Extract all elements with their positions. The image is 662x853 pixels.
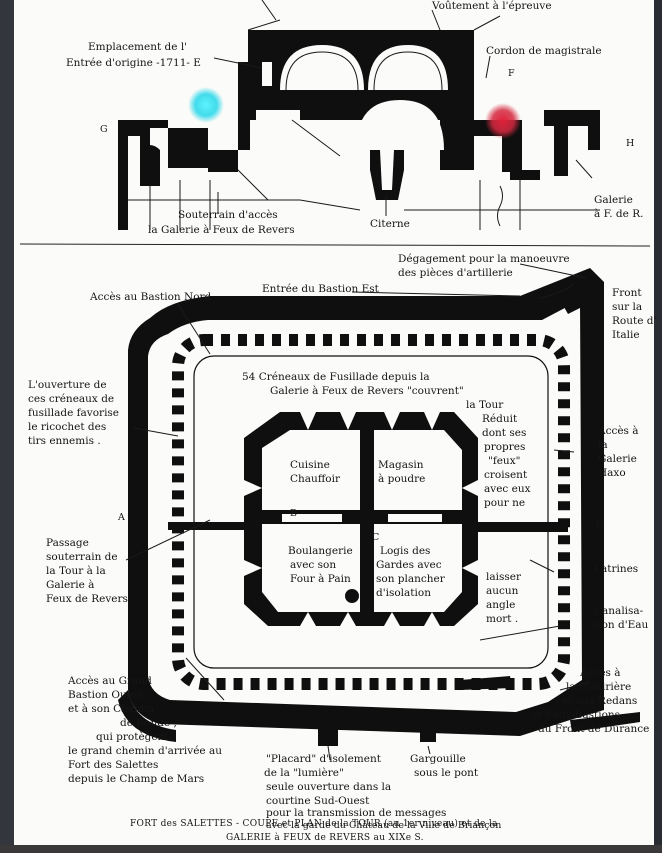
label-letter-a: A <box>117 512 125 523</box>
label-laisser-4: mort . <box>486 613 518 625</box>
label-creneaux-6: propres <box>484 441 525 453</box>
label-poudriere-2: la Poudrière <box>566 681 631 693</box>
label-gargouille-2: sous le pont <box>414 767 479 779</box>
label-ouest-4: de Ronde , <box>120 717 177 729</box>
label-laisser-2: aucun <box>486 585 519 597</box>
label-ouverture-4: le ricochet des <box>28 421 106 433</box>
label-letter-d: D <box>596 520 604 531</box>
label-poudriere-5: du Front de Durance <box>538 723 649 735</box>
label-letter-f: F <box>508 68 515 79</box>
label-placard-2: de la "lumière" <box>264 767 344 779</box>
label-boulangerie-2: avec son <box>290 559 336 571</box>
label-emplacement-1: Emplacement de l' <box>88 41 187 53</box>
label-galerie-2: à F. de R. <box>594 208 643 220</box>
label-front-4: Italie <box>612 329 640 341</box>
label-passage-1: Passage <box>46 537 89 549</box>
label-laisser-3: angle <box>486 599 515 611</box>
label-haxo-1: Accès à <box>597 425 639 437</box>
label-ouest-6: le grand chemin d'arrivée au <box>68 745 222 757</box>
plan-labels: Dégagement pour la manoeuvre des pièces … <box>28 253 656 843</box>
label-creneaux-10: pour ne <box>484 497 525 509</box>
label-cuisine-1: Cuisine <box>290 459 330 471</box>
label-ouest-8: depuis le Champ de Mars <box>68 773 204 785</box>
label-passage-3: la Tour à la <box>46 565 106 577</box>
caption-line-2: GALERIE à FEUX de REVERS au XIXe S. <box>226 832 424 843</box>
label-ouverture-2: ces créneaux de <box>28 393 114 405</box>
label-gargouille-1: Gargouille <box>410 753 466 765</box>
label-magasin-1: Magasin <box>378 459 424 471</box>
label-souterrain-2: la Galerie à Feux de Revers <box>148 224 295 236</box>
label-ouest-3: et à son Chemin <box>68 703 155 715</box>
paper-edge-bottom <box>0 845 662 853</box>
plan-drawing <box>118 263 640 761</box>
label-laisser-1: laisser <box>486 571 522 583</box>
label-placard-4: courtine Sud-Ouest <box>266 795 370 807</box>
divider-line <box>19 243 651 247</box>
label-placard-1: "Placard" d'isolement <box>266 753 382 765</box>
label-ouverture-1: L'ouverture de <box>28 379 107 391</box>
label-letter-b: B <box>290 508 297 519</box>
red-marker <box>485 103 521 139</box>
label-canal-2: tion d'Eau <box>594 619 649 631</box>
paper-edge-left <box>0 0 14 853</box>
label-creneaux-1: 54 Créneaux de Fusillade depuis la <box>242 371 430 383</box>
section-labels: Voûtement à l'épreuve Emplacement de l' … <box>66 0 643 236</box>
label-canal-1: Canalisa- <box>594 605 644 617</box>
label-ouverture-5: tirs ennemis . <box>28 435 101 447</box>
label-front-3: Route d' <box>612 315 656 327</box>
label-souterrain-1: Souterrain d'accès <box>178 209 278 221</box>
label-poudriere-4: et Faux-Bastions <box>532 709 620 721</box>
label-passage-5: Feux de Revers <box>46 593 128 605</box>
label-emplacement-2: Entrée d'origine -1711- E <box>66 57 201 69</box>
label-placard-3: seule ouverture dans la <box>266 781 391 793</box>
label-degagement-2: des pièces d'artillerie <box>398 267 513 279</box>
label-voutement: Voûtement à l'épreuve <box>431 0 552 12</box>
label-galerie-1: Galerie <box>594 194 633 206</box>
label-creneaux-9: avec eux <box>484 483 531 495</box>
label-logis-3: son plancher <box>376 573 446 585</box>
label-front-2: sur la <box>612 301 642 313</box>
label-logis-2: Gardes avec <box>376 559 442 571</box>
label-creneaux-4: Réduit <box>482 413 518 425</box>
label-passage-2: souterrain de <box>46 551 118 563</box>
label-boulangerie-3: Four à Pain <box>290 573 351 585</box>
label-haxo-2: la <box>598 439 608 451</box>
label-latrines: Latrines <box>594 563 638 575</box>
label-magasin-2: à poudre <box>378 473 425 485</box>
label-ouverture-3: fusillade favorise <box>28 407 119 419</box>
label-cordon: Cordon de magistrale <box>486 45 602 57</box>
label-ouest-7: Fort des Salettes <box>68 759 158 771</box>
label-ouest-5: qui protègent <box>96 731 169 743</box>
label-poudriere-3: et aux Redans <box>562 695 637 707</box>
label-creneaux-3: la Tour <box>466 399 504 411</box>
label-passage-4: Galerie à <box>46 579 94 591</box>
label-poudriere-1: Accès à <box>579 667 621 679</box>
label-acces-nord: Accès au Bastion Nord <box>89 291 212 303</box>
label-ouest-1: Accès au Grand <box>67 675 152 687</box>
label-cuisine-2: Chauffoir <box>290 473 341 485</box>
label-logis-4: d'isolation <box>376 587 431 599</box>
label-degagement-1: Dégagement pour la manoeuvre <box>398 253 570 265</box>
label-placard-6: avec la garde du Château de la Ville de … <box>266 820 501 831</box>
label-creneaux-7: "feux" <box>488 455 520 467</box>
label-logis-1: Logis des <box>380 545 430 557</box>
caption-line-1: FORT des SALETTES - COUPE et PLAN de la … <box>130 818 498 829</box>
label-letter-c: C <box>372 532 379 543</box>
label-haxo-4: Haxo <box>598 467 626 479</box>
section-drawing <box>118 0 600 230</box>
label-ouest-2: Bastion Ouest <box>68 689 143 701</box>
cyan-marker <box>188 87 224 123</box>
label-creneaux-5: dont ses <box>482 427 526 439</box>
label-boulangerie-1: Boulangerie <box>288 545 353 557</box>
label-front-1: Front <box>612 287 642 299</box>
label-citerne: Citerne <box>370 218 410 230</box>
label-creneaux-8: croisent <box>484 469 528 481</box>
label-haxo-3: Galerie <box>598 453 637 465</box>
label-placard-5: pour la transmission de messages <box>266 807 446 819</box>
label-letter-g: G <box>100 124 108 135</box>
label-letter-h: H <box>626 138 634 149</box>
label-creneaux-2: Galerie à Feux de Revers "couvrent" <box>270 385 464 397</box>
label-entree-est: Entrée du Bastion Est <box>262 283 380 295</box>
